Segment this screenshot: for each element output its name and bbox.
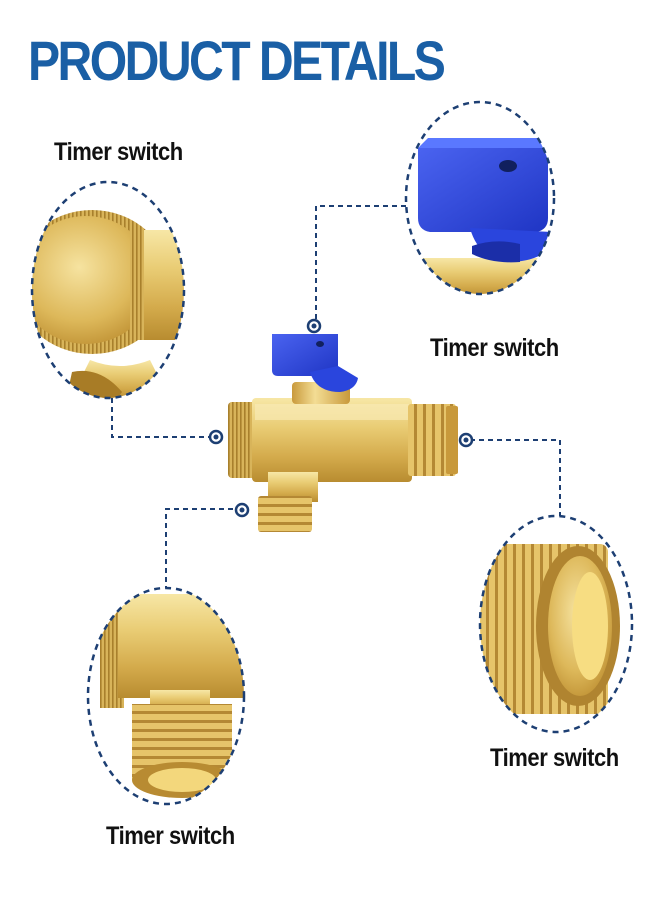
page-title: PRODUCT DETAILS (28, 29, 446, 92)
blue-handle-icon (404, 100, 556, 296)
connector-dots (208, 318, 474, 518)
connector-outlet (165, 508, 242, 588)
valve-body-icon (228, 334, 458, 532)
threaded-outlet-icon (86, 586, 246, 806)
callout-label-nipple: Timer switch (490, 744, 619, 772)
connector-nipple (470, 439, 561, 516)
threaded-nipple-icon (478, 514, 634, 734)
brass-cap-icon (30, 180, 186, 400)
callout-label-cap: Timer switch (54, 138, 183, 166)
callout-label-handle: Timer switch (430, 334, 559, 362)
callout-label-outlet: Timer switch (106, 822, 235, 850)
connector-lines (111, 205, 561, 588)
connector-cap (111, 398, 214, 438)
connector-handle (315, 205, 406, 325)
